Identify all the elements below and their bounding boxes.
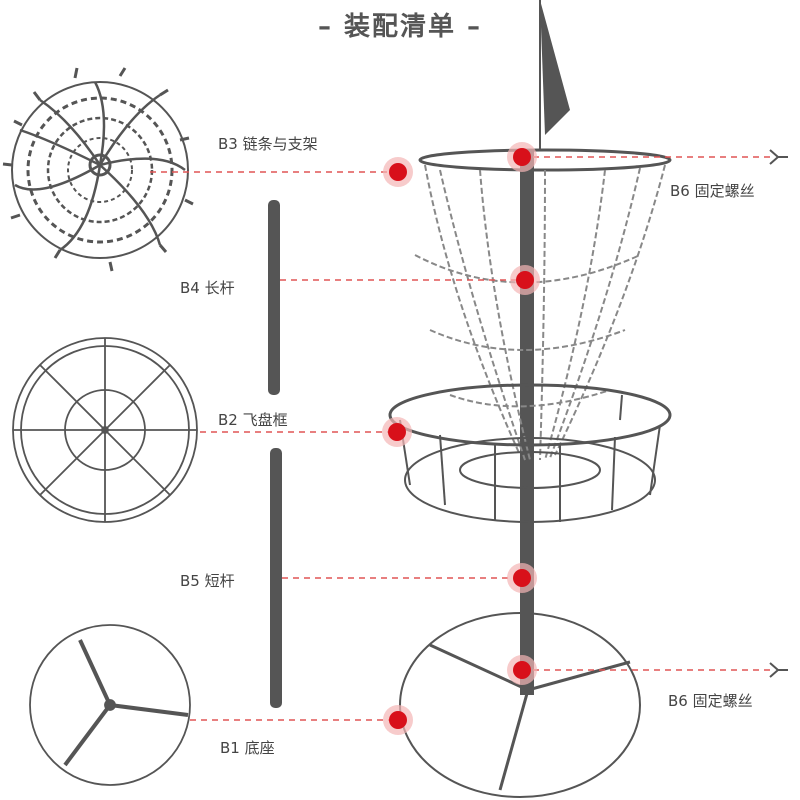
label-b6-bottom: B6 固定螺丝	[668, 690, 753, 711]
basket-frame-thumbnail	[13, 338, 197, 522]
marker-dot	[383, 705, 413, 735]
short-pole	[270, 448, 282, 708]
screw-icon	[770, 150, 788, 164]
marker-dot	[382, 417, 412, 447]
screw-icon	[770, 663, 788, 677]
label-b5: B5 短杆	[180, 570, 235, 591]
label-b2: B2 飞盘框	[218, 409, 288, 430]
leader-lines	[150, 157, 770, 720]
base-thumbnail	[30, 625, 190, 785]
label-b1: B1 底座	[220, 737, 275, 758]
marker-dot	[507, 655, 537, 685]
label-b6-top: B6 固定螺丝	[670, 180, 755, 201]
marker-dot	[507, 563, 537, 593]
label-b3: B3 链条与支架	[218, 133, 318, 154]
label-b4: B4 长杆	[180, 277, 235, 298]
marker-dot	[507, 142, 537, 172]
marker-dot	[383, 157, 413, 187]
long-pole	[268, 200, 280, 395]
marker-dot	[510, 265, 540, 295]
chain-assembly-thumbnail	[3, 68, 193, 271]
